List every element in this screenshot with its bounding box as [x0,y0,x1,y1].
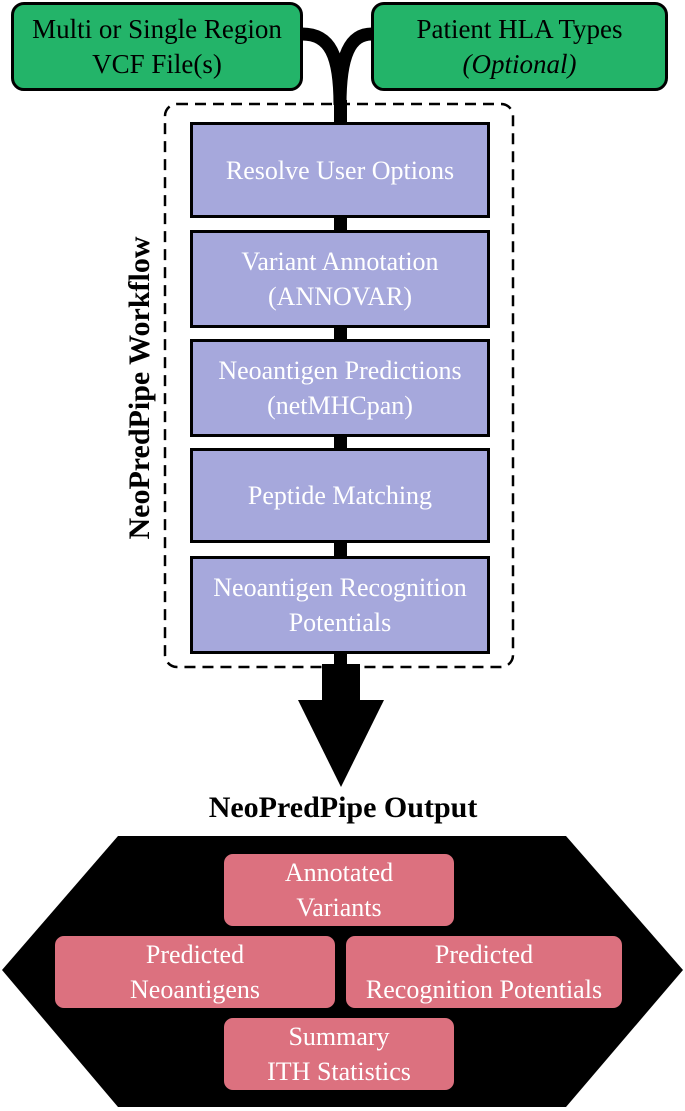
step-resolve-user-options: Resolve User Options [190,122,490,218]
step-neoantigen-recognition-potentials: Neoantigen Recognition Potentials [190,556,490,654]
step-1-label: Resolve User Options [225,155,455,185]
input-vcf-line1: Multi or Single Region [32,13,282,44]
output-arrow-shaft [322,664,360,704]
input-vcf-line2: VCF File(s) [92,48,222,79]
output-summary-ith-statistics: Summary ITH Statistics [221,1015,457,1093]
step-4-label: Peptide Matching [247,481,433,510]
step-2-label: Variant Annotation [241,247,439,276]
output-1-line2: Variants [296,893,382,922]
output-2-line2: Neoantigens [130,975,260,1004]
input-vcf-files: Multi or Single Region VCF File(s) [11,2,303,91]
input-hla-line1: Patient HLA Types [416,13,623,44]
input-hla-line2: (Optional) [462,48,577,79]
output-predicted-recognition-potentials: Predicted Recognition Potentials [343,933,625,1011]
output-arrow-head [298,700,384,787]
output-4-line2: ITH Statistics [267,1057,411,1086]
output-annotated-variants: Annotated Variants [221,851,457,929]
step-3-label: Neoantigen Predictions [218,356,462,385]
step-5-sublabel: Potentials [288,608,392,637]
output-title: NeoPredPipe Output [208,791,478,824]
workflow-title: NeoPredPipe Workflow [123,236,156,540]
output-3-line1: Predicted [434,940,534,969]
output-4-line1: Summary [288,1022,390,1051]
step-5-label: Neoantigen Recognition [213,573,467,602]
output-hexagon-panel [2,836,683,1107]
output-predicted-neoantigens: Predicted Neoantigens [52,933,338,1011]
input-merge-connector [301,27,373,106]
step-variant-annotation: Variant Annotation (ANNOVAR) [190,230,490,328]
output-3-line2: Recognition Potentials [365,975,603,1004]
output-1-line1: Annotated [284,858,394,887]
step-2-sublabel: (ANNOVAR) [268,282,412,311]
step-3-sublabel: (netMHCpan) [267,391,413,420]
step-neoantigen-predictions: Neoantigen Predictions (netMHCpan) [190,339,490,437]
input-hla-types: Patient HLA Types (Optional) [371,2,668,91]
step-peptide-matching: Peptide Matching [190,448,490,543]
output-2-line1: Predicted [145,940,245,969]
